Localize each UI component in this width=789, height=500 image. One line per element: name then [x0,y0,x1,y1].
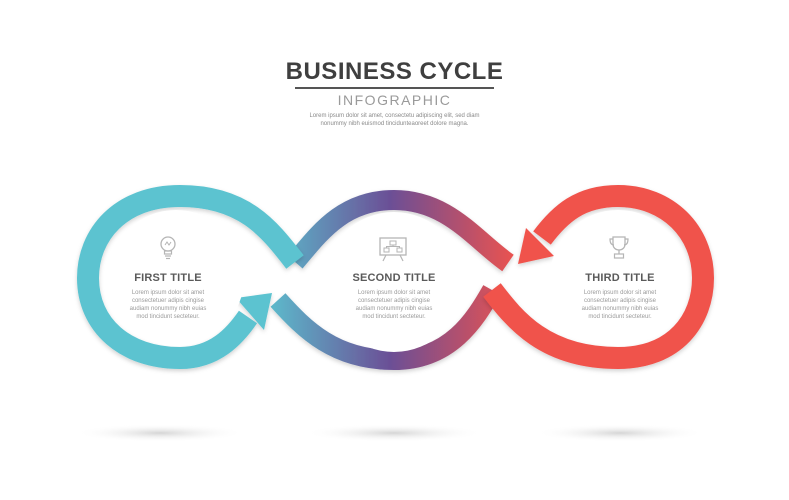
presentation-board-icon [379,237,407,262]
middle-inner-circle [324,212,464,352]
step-title: SECOND TITLE [352,272,436,284]
step-description-line: mod tincidunt secteteur. [588,314,652,320]
step-third: THIRD TITLE Lorem ipsum dolor sit amet c… [554,272,686,321]
step-description: Lorem ipsum dolor sit amet consectetuer … [554,289,686,321]
step-description-line: audiam nonummy nibh euias [581,306,659,312]
right-loop [483,184,715,370]
header-description-line: Lorem ipsum dolor sit amet, consectetu a… [309,113,480,119]
step-description-line: Lorem ipsum dolor sit amet [357,290,431,296]
step-second: SECOND TITLE Lorem ipsum dolor sit amet … [328,272,460,321]
shadow-left [75,424,245,442]
lightbulb-icon [160,236,176,260]
middle-loop-top [287,189,514,272]
step-description-line: Lorem ipsum dolor sit amet [131,290,205,296]
step-title: FIRST TITLE [134,272,202,284]
step-description-line: audiam nonummy nibh euias [355,306,433,312]
step-description-line: consectetuer adipis cingise [357,298,431,304]
right-inner-circle [550,210,686,346]
step-description-line: consectetuer adipis cingise [583,298,657,304]
page-title: BUSINESS CYCLE [285,58,504,85]
step-description: Lorem ipsum dolor sit amet consectetuer … [328,289,460,321]
step-description-line: consectetuer adipis cingise [131,298,205,304]
right-arrow-head [518,228,554,264]
step-title: THIRD TITLE [585,272,655,284]
step-description-line: audiam nonummy nibh euias [129,306,207,312]
step-description-line: Lorem ipsum dolor sit amet [583,290,657,296]
header-description: Lorem ipsum dolor sit amet, consectetu a… [294,112,495,128]
title-divider [295,87,494,89]
step-description-line: mod tincidunt secteteur. [136,314,200,320]
step-description: Lorem ipsum dolor sit amet consectetuer … [102,289,234,321]
page-subtitle: INFOGRAPHIC [337,92,452,108]
shadow-middle [304,424,484,442]
trophy-icon [609,236,629,259]
left-arrow-head [236,293,272,330]
shadow-right [535,424,705,442]
step-first: FIRST TITLE Lorem ipsum dolor sit amet c… [102,272,234,321]
middle-loop-bottom [270,285,501,371]
left-loop [76,184,304,370]
left-inner-circle [108,210,244,346]
header-description-line: nonummy nibh euismod tincidunteaoreet do… [320,121,469,127]
step-description-line: mod tincidunt secteteur. [362,314,426,320]
